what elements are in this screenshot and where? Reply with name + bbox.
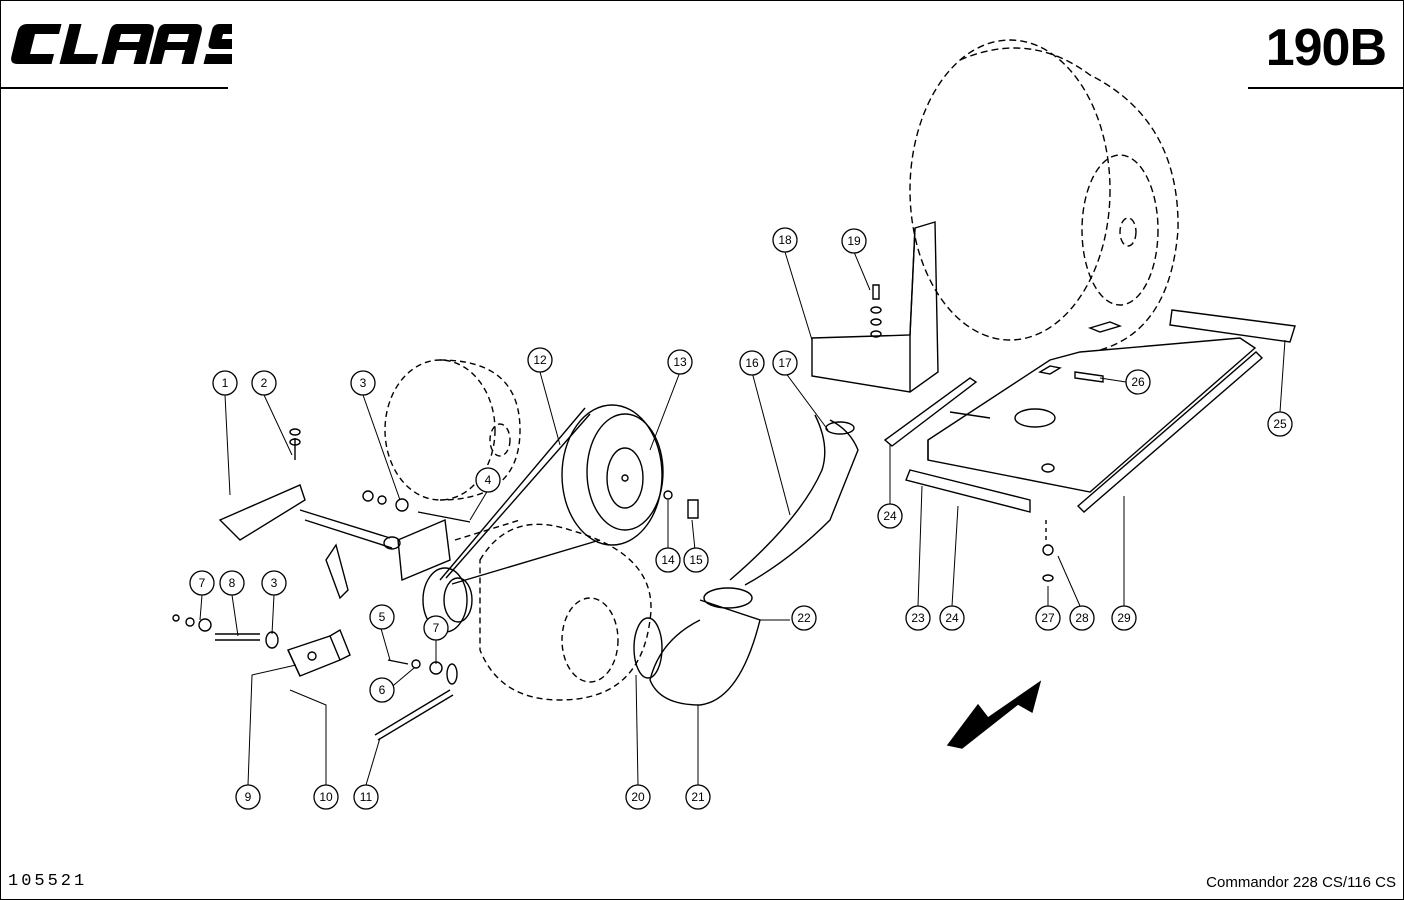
svg-text:20: 20 — [631, 790, 645, 804]
callout-8: 8 — [219, 570, 245, 596]
callout-15: 15 — [683, 547, 709, 573]
svg-text:16: 16 — [745, 356, 759, 370]
svg-text:12: 12 — [533, 353, 547, 367]
callout-11: 11 — [353, 784, 379, 810]
svg-text:8: 8 — [229, 576, 236, 590]
svg-text:4: 4 — [485, 473, 492, 487]
callout-16: 16 — [739, 350, 765, 376]
callout-12: 12 — [527, 347, 553, 373]
svg-text:24: 24 — [883, 509, 897, 523]
svg-text:9: 9 — [245, 790, 252, 804]
svg-text:7: 7 — [199, 576, 206, 590]
svg-text:28: 28 — [1075, 611, 1089, 625]
page-code: 190B — [1265, 19, 1387, 77]
drive-pulley — [561, 404, 664, 546]
callout-18: 18 — [772, 227, 798, 253]
claas-logo — [11, 24, 232, 64]
idler-pulley — [384, 359, 521, 501]
left-hardware — [172, 428, 1054, 741]
svg-text:15: 15 — [689, 553, 703, 567]
svg-text:3: 3 — [360, 376, 367, 390]
svg-text:19: 19 — [847, 234, 861, 248]
svg-text:18: 18 — [778, 233, 792, 247]
callout-26: 26 — [1125, 369, 1151, 395]
fan-housing — [454, 519, 652, 701]
bearing-block — [287, 628, 351, 677]
callout-22: 22 — [791, 605, 817, 631]
callout-25: 25 — [1267, 411, 1293, 437]
svg-text:7: 7 — [433, 621, 440, 635]
svg-text:17: 17 — [778, 356, 792, 370]
callout-2: 2 — [251, 370, 277, 396]
svg-text:22: 22 — [797, 611, 811, 625]
svg-text:3: 3 — [271, 576, 278, 590]
wheel-outline — [909, 39, 1179, 351]
callout-21: 21 — [685, 784, 711, 810]
callout-20: 20 — [625, 784, 651, 810]
page-code-underline — [1248, 87, 1404, 89]
svg-text:10: 10 — [319, 790, 333, 804]
drawing-number: 105521 — [8, 872, 88, 891]
callout-9: 9 — [235, 784, 261, 810]
callout-3: 3 — [350, 370, 376, 396]
direction-arrow — [946, 680, 1042, 749]
callout-1: 1 — [212, 370, 238, 396]
callout-13: 13 — [667, 349, 693, 375]
slide-rails — [883, 309, 1296, 513]
callout-28: 28 — [1069, 605, 1095, 631]
callout-23: 23 — [905, 605, 931, 631]
callout-27: 27 — [1035, 605, 1061, 631]
svg-text:1: 1 — [222, 376, 229, 390]
v-belt — [439, 407, 601, 585]
brand-underline — [0, 87, 228, 89]
callout-17: 17 — [772, 350, 798, 376]
svg-text:26: 26 — [1131, 375, 1145, 389]
air-hose — [633, 414, 859, 706]
leader-lines — [199, 251, 1286, 786]
svg-text:21: 21 — [691, 790, 705, 804]
callout-5: 5 — [369, 604, 395, 630]
svg-text:14: 14 — [661, 553, 675, 567]
svg-text:11: 11 — [360, 790, 373, 804]
svg-text:23: 23 — [911, 611, 925, 625]
callout-6: 6 — [369, 677, 395, 703]
bolt-stack — [870, 284, 882, 338]
tensioner-arm — [218, 484, 471, 582]
svg-text:24: 24 — [945, 611, 959, 625]
svg-text:29: 29 — [1117, 611, 1131, 625]
svg-text:6: 6 — [379, 683, 386, 697]
callout-3-lower: 3 — [261, 570, 287, 596]
callout-29: 29 — [1111, 605, 1137, 631]
model-caption: Commandor 228 CS/116 CS — [1206, 874, 1396, 891]
callout-4: 4 — [475, 467, 501, 493]
svg-text:5: 5 — [379, 610, 386, 624]
callout-7-lower: 7 — [423, 615, 449, 641]
callout-24-upper: 24 — [877, 503, 903, 529]
callout-10: 10 — [313, 784, 339, 810]
svg-text:2: 2 — [261, 376, 268, 390]
svg-text:13: 13 — [673, 355, 687, 369]
callout-7: 7 — [189, 570, 215, 596]
mounting-plate — [927, 321, 1257, 493]
callout-24-lower: 24 — [939, 605, 965, 631]
svg-text:27: 27 — [1041, 611, 1055, 625]
callout-19: 19 — [841, 228, 867, 254]
svg-text:25: 25 — [1273, 417, 1287, 431]
callout-14: 14 — [655, 547, 681, 573]
upright-bracket — [811, 221, 939, 393]
